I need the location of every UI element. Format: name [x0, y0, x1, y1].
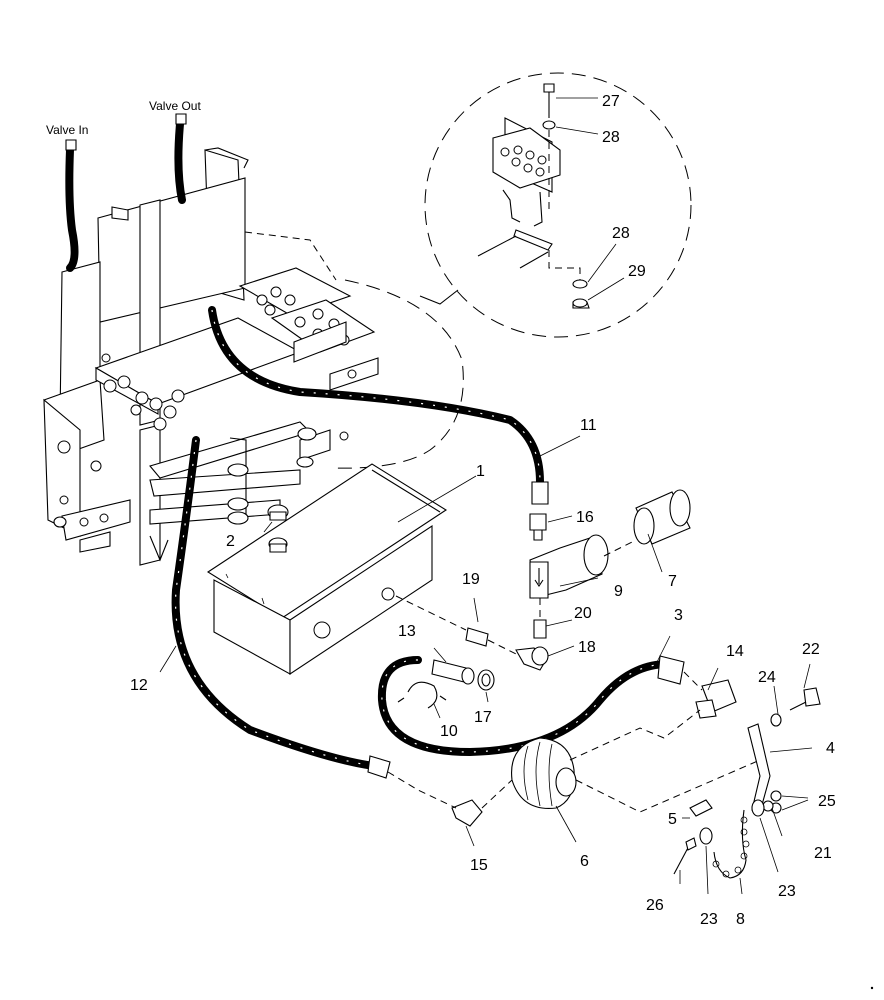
callout-2: 2 [226, 533, 235, 550]
callout-29: 29 [628, 263, 646, 280]
callout-24: 24 [758, 669, 776, 686]
callout-23a: 23 [700, 911, 718, 928]
callout-12: 12 [130, 677, 148, 694]
washer-24 [770, 713, 782, 727]
hose-11 [208, 306, 549, 505]
callout-20: 20 [574, 605, 592, 622]
label-valve-in: Valve In [46, 123, 88, 137]
callout-4: 4 [826, 740, 835, 757]
filter-9 [529, 534, 609, 599]
callout-13: 13 [398, 623, 416, 640]
callout-7: 7 [668, 573, 677, 590]
callout-3: 3 [674, 607, 683, 624]
fitting-19 [395, 595, 517, 655]
washers-23 [699, 799, 765, 845]
hose-valve-out [174, 113, 187, 204]
bolt-26 [673, 837, 697, 875]
chain-8 [712, 809, 750, 879]
callout-10: 10 [440, 723, 458, 740]
hose-valve-in [65, 139, 79, 272]
callout-28b: 28 [612, 225, 630, 242]
fitting-20 [533, 598, 547, 639]
fitting-14 [683, 671, 737, 719]
callout-8: 8 [736, 911, 745, 928]
callout-27: 27 [602, 93, 620, 110]
callout-14: 14 [726, 643, 744, 660]
bracket-4 [747, 723, 771, 813]
callout-28a: 28 [602, 129, 620, 146]
filter-element-7 [633, 489, 691, 545]
hose-12 [171, 436, 391, 779]
nut-21 [762, 800, 774, 812]
callout-17: 17 [474, 709, 492, 726]
fitting-16 [529, 513, 547, 541]
callout-9: 9 [614, 583, 623, 600]
callout-25: 25 [818, 793, 836, 810]
clamp-10 [397, 681, 447, 709]
callout-15: 15 [470, 857, 488, 874]
seal-17 [477, 669, 495, 691]
callout-19: 19 [462, 571, 480, 588]
label-valve-out: Valve Out [149, 99, 201, 113]
callout-18: 18 [578, 639, 596, 656]
callout-22: 22 [802, 641, 820, 658]
callout-16: 16 [576, 509, 594, 526]
callout-26: 26 [646, 897, 664, 914]
fitting-13 [431, 659, 475, 685]
detail-inset [419, 72, 692, 338]
link-5 [689, 799, 713, 817]
callout-6: 6 [580, 853, 589, 870]
mounting-frame [43, 147, 464, 566]
filler-cap [267, 504, 289, 553]
pump-6 [511, 737, 577, 809]
elbow-18 [515, 646, 549, 671]
hose-3 [377, 655, 685, 756]
callout-21: 21 [814, 845, 832, 862]
callout-23b: 23 [778, 883, 796, 900]
reservoir-tank [206, 463, 448, 676]
callout-1: 1 [476, 463, 485, 480]
callout-5: 5 [668, 811, 677, 828]
leader-lines [159, 435, 813, 895]
elbow-15 [387, 771, 513, 827]
bolt-22 [789, 687, 821, 711]
callout-labels: Valve In Valve Out 1 2 3 4 5 6 7 8 9 10 … [46, 93, 836, 928]
callout-11: 11 [580, 417, 597, 434]
